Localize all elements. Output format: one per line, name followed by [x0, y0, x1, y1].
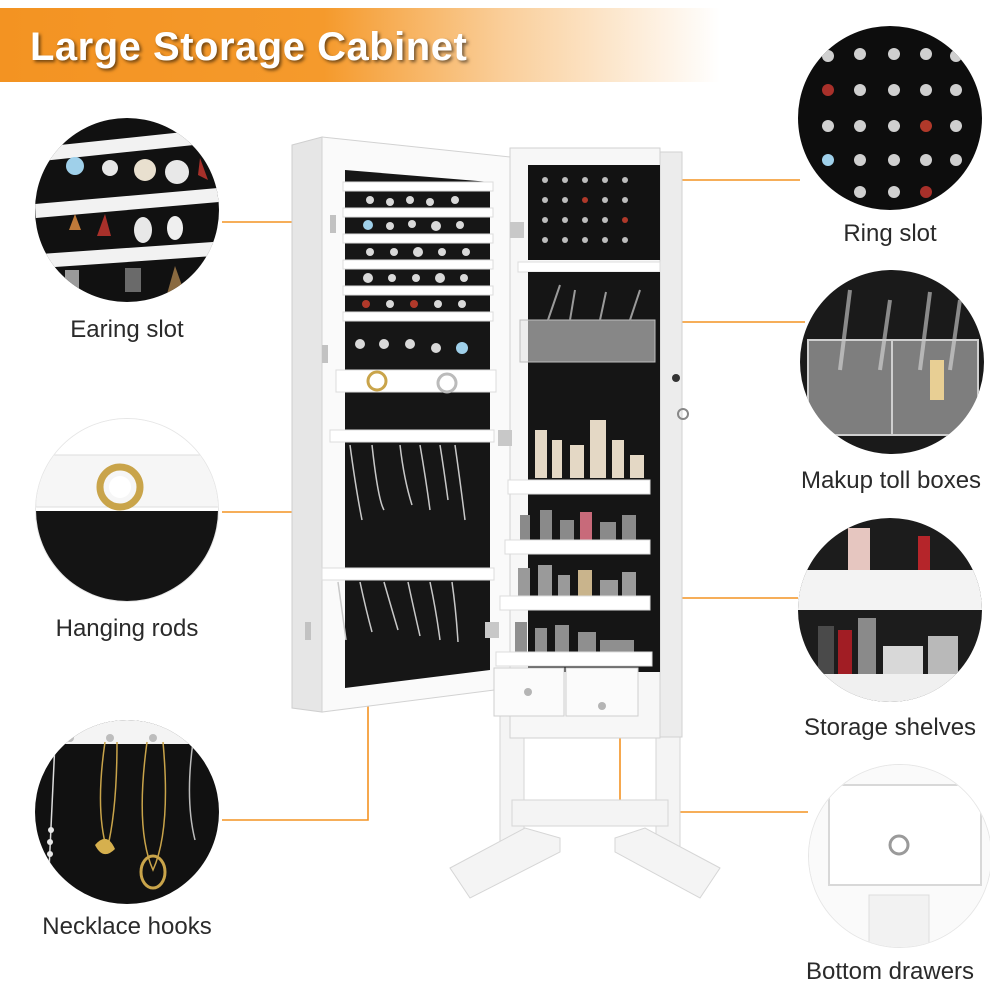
shelf-closeup-circle — [798, 518, 982, 702]
ring-closeup-circle — [798, 26, 982, 210]
necklace-hooks-label: Necklace hooks — [42, 913, 212, 940]
earring-closeup-icon — [35, 118, 219, 302]
earring-slot-label: Earing slot — [70, 316, 184, 343]
bottom-drawers-label: Bottom drawers — [805, 958, 975, 985]
necklace-closeup-circle — [35, 720, 219, 904]
ring-closeup-icon — [798, 26, 982, 210]
makeup-boxes-label: Makup toll boxes — [800, 467, 982, 494]
cabinet-body — [485, 147, 689, 739]
page-title: Large Storage Cabinet — [30, 25, 468, 69]
drawer-closeup-icon — [809, 765, 990, 947]
ring-slot-label: Ring slot — [843, 220, 937, 247]
necklace-closeup-icon — [35, 720, 219, 904]
drawer-closeup-circle — [808, 764, 990, 948]
cabinet-door — [291, 136, 511, 713]
hanging-rod-closeup-circle — [35, 418, 219, 602]
hanging-rods-label: Hanging rods — [55, 615, 199, 642]
storage-shelves-label: Storage shelves — [803, 714, 977, 741]
earring-closeup-circle — [35, 118, 219, 302]
hanging-rod-closeup-icon — [36, 419, 218, 601]
shelf-closeup-icon — [798, 518, 982, 702]
makeup-box-closeup-icon — [800, 270, 984, 454]
cabinet-stand — [449, 714, 721, 899]
makeup-box-closeup-circle — [800, 270, 984, 454]
title-banner: Large Storage Cabinet — [0, 8, 720, 82]
